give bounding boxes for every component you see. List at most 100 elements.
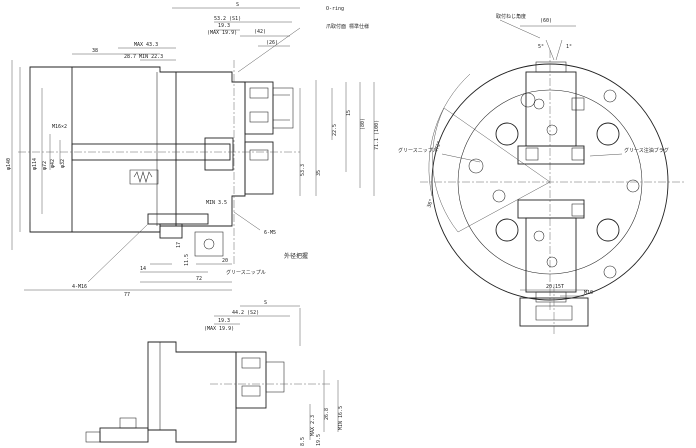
slot-detail-tslot [535, 305, 573, 321]
front-grease-left: グリースニップル [398, 147, 438, 154]
front-grease-right: グリース注油ブラグ [624, 147, 669, 154]
side-view: S 53.2 (S1) 19.3 (MAX 19.9) (42) (26) MA… [6, 2, 380, 298]
jaw-insert-2 [571, 147, 585, 161]
side-4-m16: 4-M16 [72, 284, 87, 290]
side-right-22-5: 22.5 [332, 124, 338, 136]
side-dim-19-3: 19.3 [218, 23, 230, 29]
front-jaw-lower [525, 217, 577, 293]
bottom-body-outline [147, 341, 237, 443]
side-phi-42: φ42 [50, 159, 56, 168]
bottom-dim-max-2-3: MAX 2.3 [310, 415, 316, 436]
side-phi-m16: M16×2 [52, 124, 67, 130]
side-right-80: (80) [360, 118, 366, 130]
jaw-screw-4 [546, 256, 558, 268]
jaw-insert-1 [571, 97, 585, 111]
side-right-35: 35 [316, 170, 322, 176]
side-dim-38: 38 [92, 48, 98, 54]
side-note-jp: 爪取付面 標準仕様 [326, 23, 369, 30]
bottom-dim-8-5: 8.5 [300, 437, 306, 446]
top-jaw-upper [244, 81, 274, 135]
angle-arc-72 [432, 107, 459, 233]
chuck-body-outline [29, 66, 177, 233]
jaw-block [176, 71, 246, 227]
side-phi-140: φ140 [6, 158, 12, 170]
drawbar-nut [204, 137, 234, 171]
side-dim-42: (42) [254, 29, 266, 35]
mount-hole-4 [596, 218, 620, 242]
side-dim-14: 14 [140, 266, 146, 272]
mount-hole-9 [603, 265, 617, 279]
side-phi-32: φ32 [60, 159, 66, 168]
jaw-bolt-2 [249, 111, 269, 123]
side-dim-20: 20 [222, 258, 228, 264]
soft-jaw [272, 87, 294, 129]
slot-dim-20-15t: 20.15T [546, 284, 564, 290]
slot-detail: 20.15T M10 [519, 284, 593, 334]
mount-hole-10 [492, 189, 506, 203]
grease-nipple-circle [203, 238, 215, 250]
jaw-bolt-3 [249, 149, 269, 161]
bottom-dim-19-3: 19.3 [218, 318, 230, 324]
side-dim-26: (26) [266, 40, 278, 46]
spring-icon [133, 171, 153, 183]
side-right-53-3: 53.3 [300, 164, 306, 176]
side-dim-17: 17 [176, 242, 182, 248]
front-angle-72: 72° [434, 140, 443, 151]
side-phi-114: φ114 [32, 158, 38, 170]
side-dim-11-5: 11.5 [184, 254, 190, 266]
bottom-dim-26-8: 26.8 [324, 408, 330, 420]
side-6-m5: 6-M5 [264, 230, 276, 236]
jaw-bolt-1 [249, 87, 269, 99]
side-phi-72: φ72 [42, 161, 48, 170]
bottom-dim-44-2: 44.2 (S2) [232, 310, 259, 316]
side-dim-max43-3: MAX 43.3 [134, 42, 158, 48]
jaw-insert-4 [525, 147, 539, 161]
side-dim-oring: O-ring [326, 6, 344, 12]
bottom-jaw [235, 351, 267, 409]
front-top-label: 取付ねじ角度 [496, 13, 526, 20]
side-dim-72: 72 [196, 276, 202, 282]
jaw-screw-2 [546, 124, 558, 136]
front-angle-36: 36° [426, 198, 435, 209]
front-center-block [517, 145, 585, 165]
front-dim-5: 5° [538, 44, 544, 50]
jaw-insert-3 [571, 203, 585, 217]
grease-nipple-detail [194, 231, 224, 257]
mount-hole-5 [468, 158, 484, 174]
bottom-dim-19-5: 19.5 [316, 434, 322, 446]
bolt-head [159, 223, 183, 239]
side-dim-s: S [236, 2, 239, 8]
side-outer-view-label: 外径把握 [284, 252, 308, 260]
mount-hole-8 [626, 179, 640, 193]
top-jaw-lower [244, 141, 274, 195]
jaw-screw-3 [533, 230, 545, 242]
bottom-dim-min-16-5: MIN 16.5 [338, 406, 344, 430]
angle-arc-36 [428, 73, 471, 197]
front-view: 取付ねじ角度 (60) 5° 1° 72° 36° グリースニップル グリース注… [398, 13, 684, 310]
side-dim-53-2: 53.2 (S1) [214, 16, 241, 22]
bottom-view: S 44.2 (S2) 19.3 (MAX 19.9) 26.8 MIN 16.… [85, 300, 344, 446]
side-right-71-1: 71.1 (100) [374, 120, 380, 150]
mount-hole-1 [495, 122, 519, 146]
front-dim-1: 1° [566, 44, 572, 50]
mount-hole-7 [603, 89, 617, 103]
front-jaw-top-cap [535, 61, 567, 73]
side-right-15: 15 [346, 110, 352, 116]
slot-dim-m10: M10 [584, 290, 593, 296]
mount-hole-6 [520, 92, 536, 108]
bottom-dim-s: S [264, 300, 267, 306]
bottom-base-plate [99, 427, 149, 443]
mount-hole-2 [596, 122, 620, 146]
side-min-3-5: MIN 3.5 [206, 200, 227, 206]
front-jaw-bottom-cap [535, 291, 567, 303]
side-dim-max19-9: (MAX 19.9) [207, 30, 237, 36]
side-dim-77: 77 [124, 292, 130, 298]
bottom-dim-max19-9: (MAX 19.9) [204, 326, 234, 332]
front-dim-60: (60) [540, 18, 552, 24]
mount-hole-3 [495, 218, 519, 242]
side-dim-28-7: 28.7 MIN 22.3 [124, 54, 163, 60]
side-grease-label: グリースニップル [226, 269, 266, 276]
front-center-block-2 [517, 199, 585, 219]
jaw-screw-1 [533, 98, 545, 110]
